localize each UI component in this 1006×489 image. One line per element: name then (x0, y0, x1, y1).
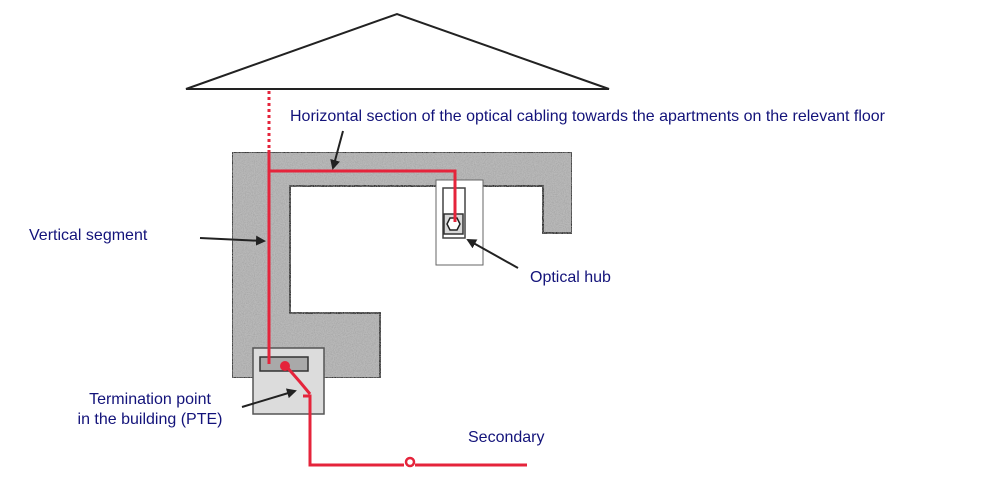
termination-splice-dot (280, 361, 290, 371)
label-termination-point: Termination point in the building (PTE) (50, 390, 250, 430)
roof (185, 12, 610, 90)
splice-cable (284, 365, 312, 395)
optical-cable (267, 91, 527, 468)
pointer-arrows (199, 130, 519, 408)
label-secondary: Secondary (468, 429, 545, 446)
optical-hub-connector-icon (446, 217, 461, 231)
secondary-cable-loop (404, 456, 416, 468)
arrow-termination-point (241, 388, 297, 408)
horizontal-cable (269, 169, 457, 222)
arrow-horizontal-section (330, 130, 344, 170)
arrow-optical-hub (466, 239, 519, 269)
building-wall (231, 151, 573, 379)
secondary-cable (303, 394, 404, 467)
label-termination-line2: in the building (PTE) (77, 411, 223, 428)
label-termination-line1: Termination point (89, 391, 211, 408)
label-optical-hub: Optical hub (530, 269, 611, 286)
label-horizontal-section: Horizontal section of the optical cablin… (290, 108, 885, 125)
label-vertical-segment: Vertical segment (29, 227, 148, 244)
arrow-vertical-segment (199, 235, 266, 246)
